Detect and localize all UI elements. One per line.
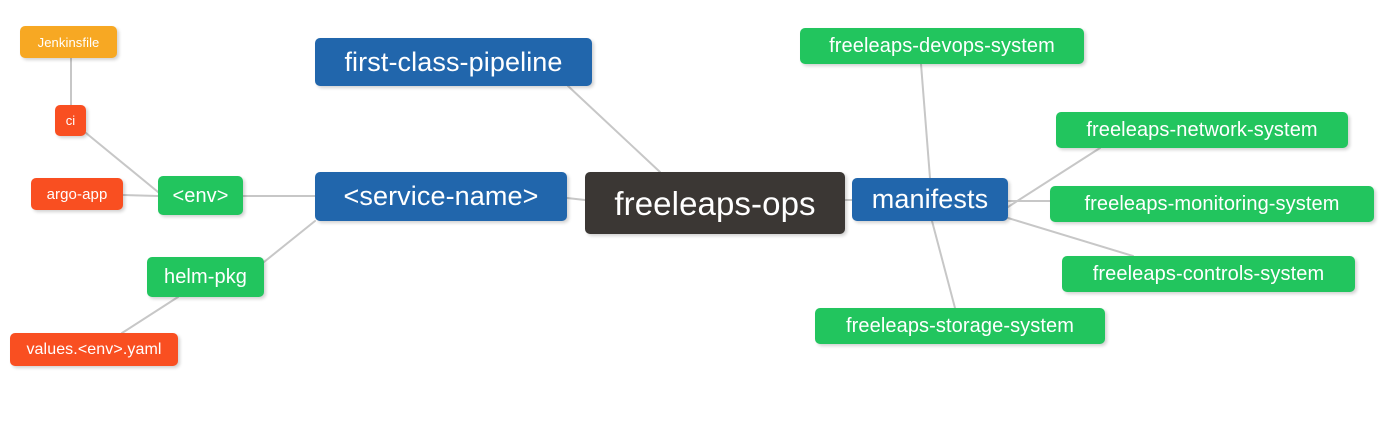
mindmap-node-values-yaml[interactable]: values.<env>.yaml xyxy=(10,333,178,366)
mindmap-node-label-freeleaps-storage-system: freeleaps-storage-system xyxy=(845,315,1075,337)
mindmap-node-label-service-name: <service-name> xyxy=(343,181,539,211)
edge-argo-app-to-env xyxy=(122,194,159,197)
mindmap-node-freeleaps-monitoring-system[interactable]: freeleaps-monitoring-system xyxy=(1050,186,1374,222)
mindmap-node-freeleaps-network-system[interactable]: freeleaps-network-system xyxy=(1056,112,1348,148)
mindmap-node-env[interactable]: <env> xyxy=(158,176,243,215)
mindmap-node-label-manifests: manifests xyxy=(871,184,989,214)
mindmap-node-freeleaps-storage-system[interactable]: freeleaps-storage-system xyxy=(815,308,1105,344)
mindmap-node-freeleaps-controls-system[interactable]: freeleaps-controls-system xyxy=(1062,256,1355,292)
mindmap-node-label-freeleaps-ops: freeleaps-ops xyxy=(614,184,816,222)
edge-manifests-to-freeleaps-controls-system xyxy=(1007,217,1134,257)
mindmap-node-argo-app[interactable]: argo-app xyxy=(31,178,123,210)
edge-manifests-to-freeleaps-storage-system xyxy=(931,220,956,309)
mindmap-node-helm-pkg[interactable]: helm-pkg xyxy=(147,257,264,297)
edge-service-name-to-helm-pkg xyxy=(263,220,316,263)
mindmap-node-freeleaps-ops[interactable]: freeleaps-ops xyxy=(585,172,845,234)
mindmap-node-ci[interactable]: ci xyxy=(55,105,86,136)
edge-manifests-to-freeleaps-devops-system xyxy=(920,63,931,179)
mindmap-node-label-freeleaps-devops-system: freeleaps-devops-system xyxy=(829,35,1055,57)
mindmap-node-label-argo-app: argo-app xyxy=(46,185,108,203)
edge-helm-pkg-to-values-yaml xyxy=(121,296,179,334)
edge-service-name-to-freeleaps-ops xyxy=(566,197,586,201)
mindmap-node-label-first-class-pipeline: first-class-pipeline xyxy=(344,46,563,77)
mindmap-node-label-freeleaps-network-system: freeleaps-network-system xyxy=(1086,119,1318,141)
mindmap-node-label-helm-pkg: helm-pkg xyxy=(163,266,248,288)
mindmap-node-first-class-pipeline[interactable]: first-class-pipeline xyxy=(315,38,592,86)
edge-first-class-pipeline-to-freeleaps-ops xyxy=(567,85,661,173)
mindmap-node-label-jenkinsfile: Jenkinsfile xyxy=(37,34,100,50)
mindmap-node-label-freeleaps-controls-system: freeleaps-controls-system xyxy=(1092,263,1325,285)
mindmap-node-manifests[interactable]: manifests xyxy=(852,178,1008,221)
mindmap-node-label-ci: ci xyxy=(65,113,76,128)
mindmap-node-jenkinsfile[interactable]: Jenkinsfile xyxy=(20,26,117,58)
mindmap-node-label-freeleaps-monitoring-system: freeleaps-monitoring-system xyxy=(1084,193,1340,215)
mindmap-node-service-name[interactable]: <service-name> xyxy=(315,172,567,221)
mindmap-node-freeleaps-devops-system[interactable]: freeleaps-devops-system xyxy=(800,28,1084,64)
mindmap-node-label-env: <env> xyxy=(172,184,229,207)
mindmap-node-label-values-yaml: values.<env>.yaml xyxy=(26,340,162,358)
